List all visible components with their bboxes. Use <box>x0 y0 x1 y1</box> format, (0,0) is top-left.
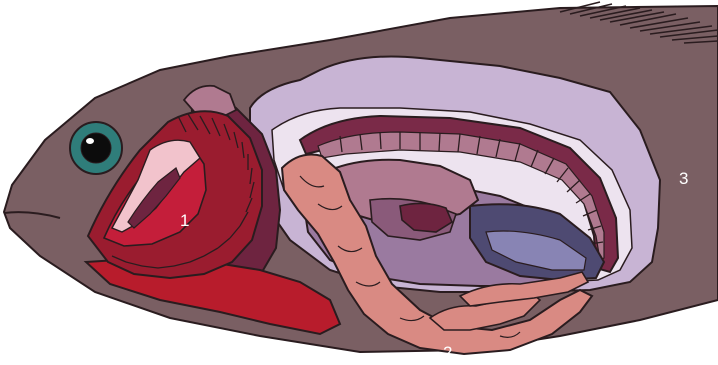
label-1: 1 <box>180 211 189 230</box>
eye-highlight <box>86 138 94 144</box>
eye-pupil <box>81 133 111 163</box>
label-2: 2 <box>443 343 452 362</box>
label-3: 3 <box>679 169 688 188</box>
